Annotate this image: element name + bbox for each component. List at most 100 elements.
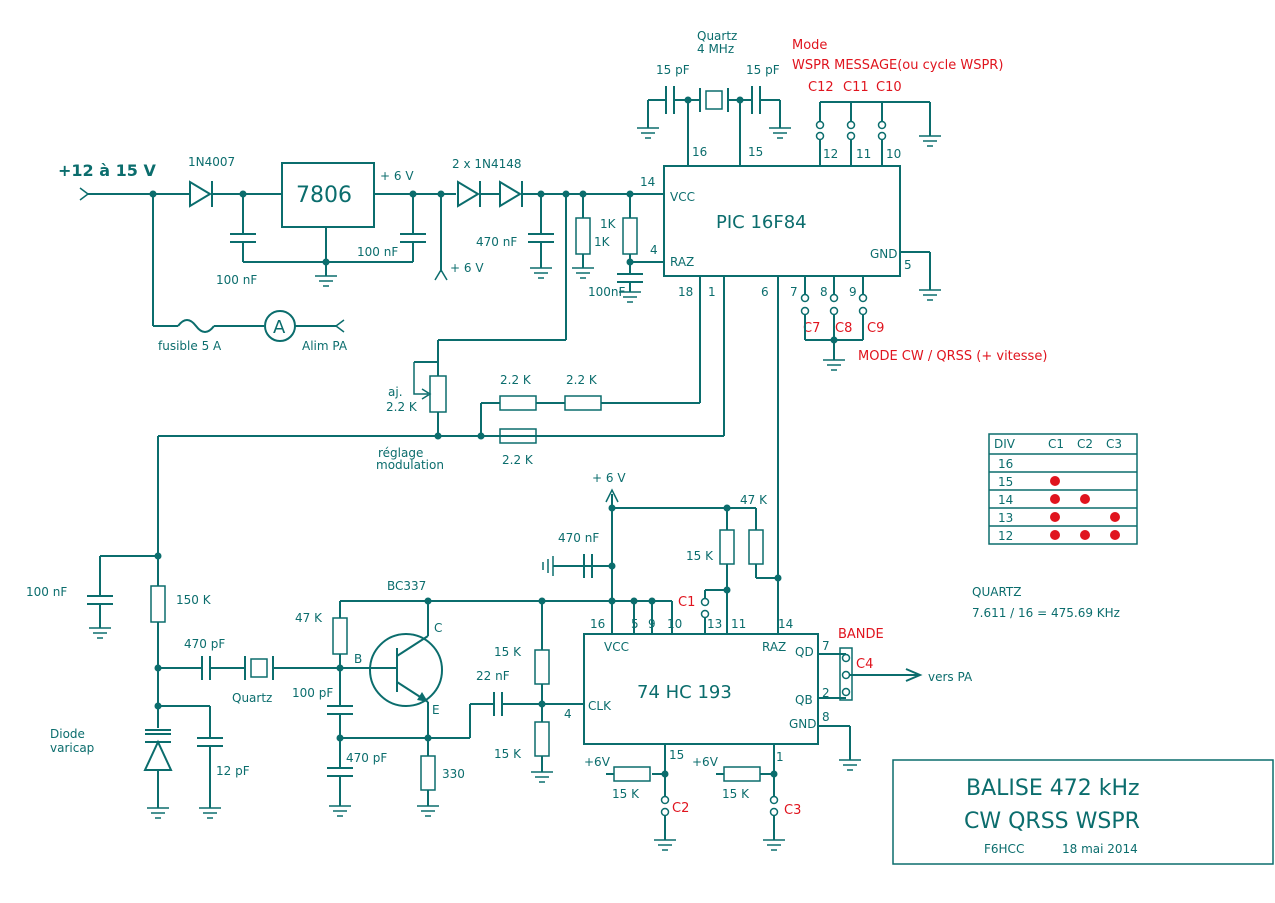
osc-r47k-label: 47 K	[295, 611, 323, 625]
oscillator: 100 nF 150 K 470 pF Quartz 12 pF Diode v…	[26, 436, 656, 819]
fuse-label: fusible 5 A	[158, 339, 222, 353]
counter-pin-11: 11	[731, 617, 746, 631]
jumper-c9: C9	[867, 321, 884, 336]
pic-pin-8: 8	[820, 285, 828, 299]
jumper-dot	[1050, 476, 1060, 486]
varicap-label-2: varicap	[50, 741, 94, 755]
osc-cap-470pf-b-label: 470 pF	[346, 751, 387, 765]
power-supply: +12 à 15 V 1N4007 100 nF 7806 + 6 V 100 …	[58, 155, 484, 353]
mode-title-2: WSPR MESSAGE(ou cycle WSPR)	[792, 58, 1003, 73]
counter-74hc193: 74 HC 193 VCC RAZ CLK QD QB GND 16 5 9 1…	[542, 276, 862, 851]
cap-100nf-in-label: 100 nF	[216, 273, 257, 287]
pic-pin-15: 15	[748, 145, 763, 159]
pic-quartz-label-1: Quartz	[697, 29, 737, 43]
jumper-dot	[1110, 512, 1120, 522]
div-table: DIV C1 C2 C3 16 15 14 13 12	[988, 433, 1138, 545]
title-block-frame	[892, 759, 1274, 865]
pic-quartz-cap-left: 15 pF	[656, 63, 690, 77]
title-line-2: CW QRSS WSPR	[964, 809, 1140, 834]
osc-cap-470pf-label: 470 pF	[184, 637, 225, 651]
jumper-dot	[1050, 494, 1060, 504]
rail-6v-label: + 6 V	[450, 261, 484, 275]
pull-b-r-label: 15 K	[722, 787, 750, 801]
mode-title-1: Mode	[792, 38, 827, 53]
pull-b-supply-label: +6V	[692, 755, 719, 769]
regulator-out-label: + 6 V	[380, 169, 414, 183]
jumper-c12: C12	[808, 80, 834, 95]
mod-r-b-label: 2.2 K	[566, 373, 598, 387]
transistor-bc337	[369, 633, 443, 707]
cap-100nf-out-label: 100 nF	[357, 245, 398, 259]
counter-pin-15: 15	[669, 748, 684, 762]
osc-r330-label: 330	[442, 767, 465, 781]
div-row-value: 12	[998, 529, 1013, 543]
pic-pin-6: 6	[761, 285, 769, 299]
div-header-div: DIV	[994, 437, 1016, 451]
counter-name: 74 HC 193	[637, 682, 732, 703]
mod-r-a-label: 2.2 K	[500, 373, 532, 387]
modulation-label-1: réglage	[378, 446, 423, 460]
jumper-c2: C2	[672, 801, 689, 816]
cap-470nf-label: 470 nF	[476, 235, 517, 249]
div-header-c2: C2	[1077, 437, 1093, 451]
osc-r150k-label: 150 K	[176, 593, 212, 607]
div-table-frame	[988, 433, 1138, 545]
jumper-dot	[1050, 530, 1060, 540]
osc-quartz-label: Quartz	[232, 691, 272, 705]
pic-pin-14: 14	[640, 175, 655, 189]
div-row-value: 13	[998, 511, 1013, 525]
pot-label-1: aj.	[388, 385, 403, 399]
counter-body	[583, 633, 819, 745]
counter-pin-10: 10	[667, 617, 682, 631]
varicap-label-1: Diode	[50, 727, 85, 741]
pic-quartz-cap-right: 15 pF	[746, 63, 780, 77]
mode-jumpers: Mode WSPR MESSAGE(ou cycle WSPR) C12 C11…	[792, 38, 1047, 371]
pic-pin-11: 11	[856, 147, 871, 161]
pull-a-r-label: 15 K	[612, 787, 640, 801]
div-row-value: 15	[998, 475, 1013, 489]
diode-1n4007-label: 1N4007	[188, 155, 235, 169]
counter-rail-label: + 6 V	[592, 471, 626, 485]
osc-cap-12pf-label: 12 pF	[216, 764, 250, 778]
osc-r15k-b-label: 15 K	[494, 747, 522, 761]
ammeter-label: A	[273, 317, 286, 338]
pic-pin-18: 18	[678, 285, 693, 299]
title-block: BALISE 472 kHz CW QRSS WSPR F6HCC 18 mai…	[892, 759, 1274, 865]
jumper-dot	[1080, 494, 1090, 504]
counter-qb: QB	[795, 693, 813, 707]
div-row-value: 14	[998, 493, 1013, 507]
osc-cap-100pf-label: 100 pF	[292, 686, 333, 700]
band-output-label: vers PA	[928, 670, 973, 684]
pic-quartz: Quartz 4 MHz 15 pF 15 pF	[636, 29, 792, 166]
div-table-dots	[1050, 476, 1120, 540]
counter-r47k-label: 47 K	[740, 493, 768, 507]
title-line-1: BALISE 472 kHz	[966, 776, 1140, 801]
jumper-c7: C7	[803, 321, 820, 336]
regulator-label: 7806	[296, 183, 352, 208]
pic-r2-label: 1K	[594, 235, 611, 249]
pic-pin-1: 1	[708, 285, 716, 299]
pic-vcc: VCC	[670, 190, 695, 204]
supply-input-label: +12 à 15 V	[58, 161, 156, 180]
transistor-pin-c: C	[434, 621, 442, 635]
potentiometer	[429, 375, 447, 413]
counter-raz: RAZ	[762, 640, 786, 654]
pic-raz: RAZ	[670, 255, 694, 269]
pic-name: PIC 16F84	[716, 212, 807, 233]
jumper-c10: C10	[876, 80, 902, 95]
pic-pin-4: 4	[650, 243, 658, 257]
div-row-value: 16	[998, 457, 1013, 471]
transistor-pin-b: B	[354, 652, 362, 666]
diode-1n4007	[189, 180, 213, 208]
title-date: 18 mai 2014	[1062, 842, 1138, 856]
counter-clk: CLK	[588, 699, 612, 713]
jumper-c3: C3	[784, 803, 801, 818]
band-label: BANDE	[838, 627, 884, 642]
jumper-dot	[1080, 530, 1090, 540]
pot-label-2: 2.2 K	[386, 400, 418, 414]
pic-pin-16: 16	[692, 145, 707, 159]
counter-r15k-label: 15 K	[686, 549, 714, 563]
band-select: BANDE C4 vers PA	[818, 627, 973, 701]
transistor-label: BC337	[387, 579, 426, 593]
